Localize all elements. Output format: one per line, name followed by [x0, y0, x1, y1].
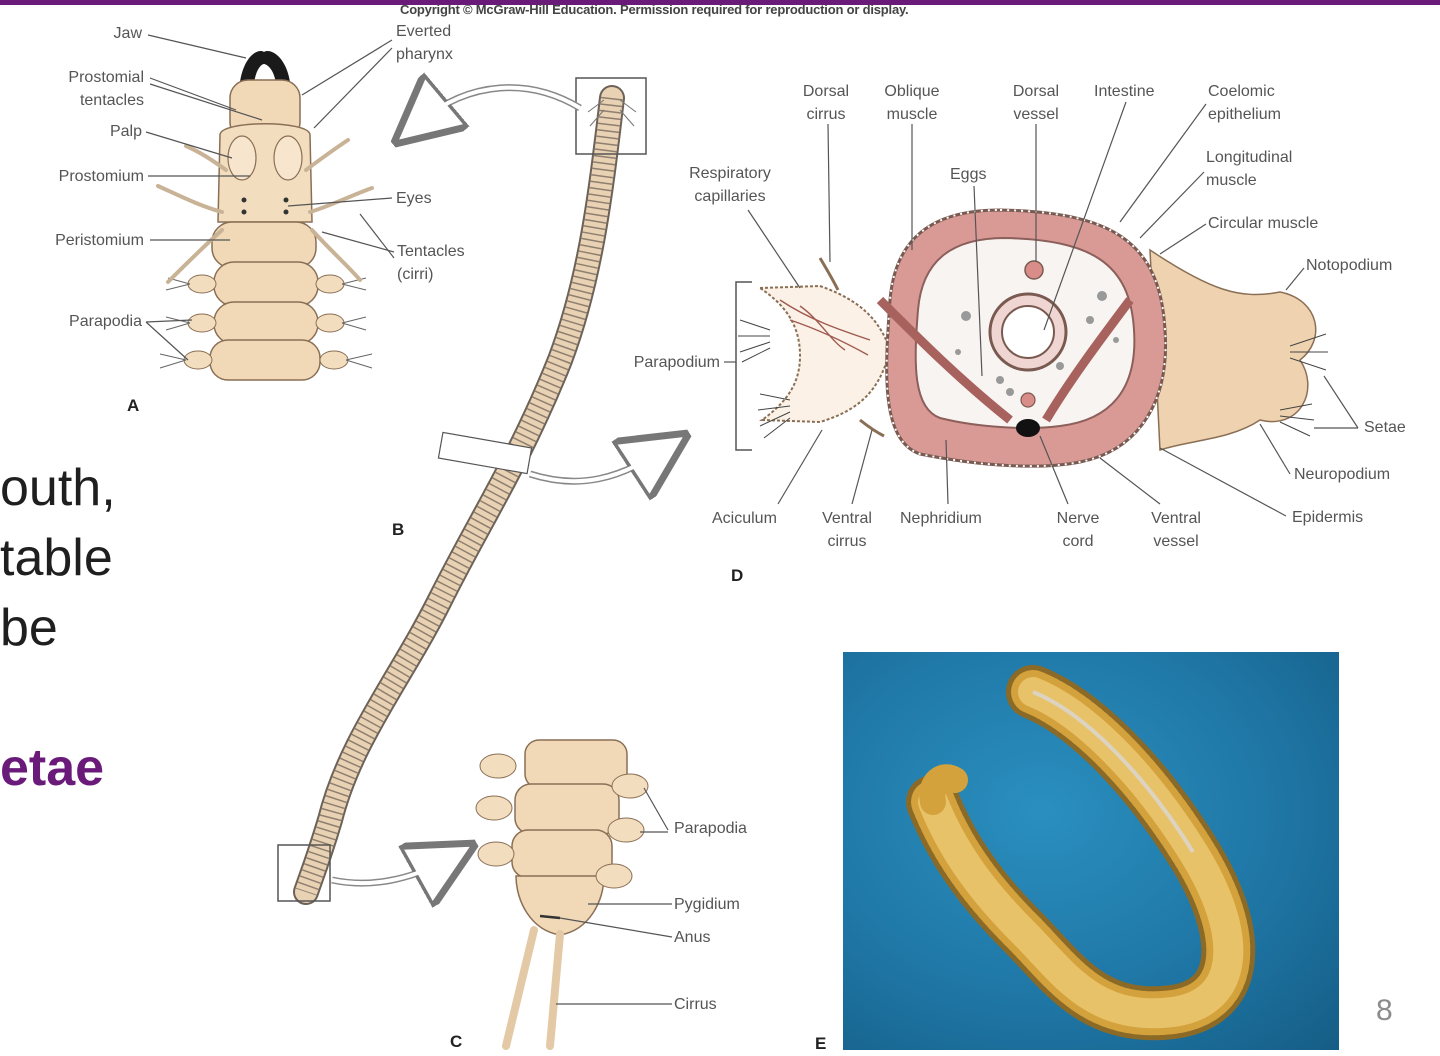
label-everted-pharynx: Everted pharynx [396, 23, 453, 63]
anus-mark [539, 914, 561, 920]
panel-letter-a: A [127, 396, 140, 415]
label-neuropodium: Neuropodium [1294, 466, 1391, 483]
label-aciculum: Aciculum [712, 510, 777, 527]
copyright-notice: Copyright © McGraw-Hill Education. Permi… [400, 2, 909, 17]
panel-e-worm-photo [843, 652, 1339, 1050]
label-dorsal-vessel: Dorsal vessel [1012, 83, 1060, 123]
parapodium-left [756, 284, 892, 424]
label-nerve-cord: Nerve cord [1056, 510, 1100, 550]
panel-letter-c: C [450, 1032, 463, 1051]
label-epidermis: Epidermis [1292, 509, 1364, 526]
label-pygidium: Pygidium [674, 896, 740, 913]
label-parapodia-a: Parapodia [69, 313, 142, 330]
label-circular-muscle: Circular muscle [1208, 215, 1319, 232]
slide-text-line-3: be [0, 599, 58, 657]
panel-c-tail-drawing [475, 739, 673, 1050]
slide-text-line-1: outh, [0, 459, 116, 517]
page-number: 8 [1376, 994, 1393, 1027]
label-ventral-vessel: Ventral vessel [1151, 510, 1201, 550]
slide-text-line-2: table [0, 529, 113, 587]
label-intestine: Intestine [1094, 83, 1155, 100]
label-longitudinal-muscle: Longitudinal muscle [1206, 149, 1293, 189]
panel-letter-b: B [392, 520, 405, 539]
nerve-cord-shape [1016, 419, 1040, 437]
label-coelomic-epithelium: Coelomic epithelium [1208, 83, 1281, 123]
title-accent-bar [0, 0, 1440, 5]
label-palp: Palp [109, 123, 142, 140]
eggs-cluster [955, 291, 1119, 396]
panel-letter-e: E [815, 1034, 827, 1053]
slide-text-line-4-highlight: etae [0, 739, 105, 797]
peristomium-shape [211, 221, 317, 269]
label-cirrus: Cirrus [674, 996, 717, 1013]
jaw-shape [240, 51, 290, 84]
panel-letter-d: D [731, 566, 744, 585]
label-jaw: Jaw [113, 25, 142, 42]
panel-a-head-drawing [145, 34, 395, 381]
label-dorsal-cirrus: Dorsal cirrus [802, 83, 850, 123]
label-peristomium: Peristomium [55, 232, 144, 249]
label-respiratory-capillaries: Respiratory capillaries [689, 165, 771, 205]
label-anus: Anus [674, 929, 711, 946]
label-tentacles-cirri: Tentacles (cirri) [397, 243, 465, 283]
label-eyes: Eyes [396, 190, 432, 207]
label-prostomium: Prostomium [58, 168, 144, 185]
label-eggs: Eggs [950, 166, 987, 183]
panel-d-cross-section-drawing [724, 101, 1359, 517]
label-setae: Setae [1364, 419, 1406, 436]
label-prostomial-tentacles: Prostomial tentacles [68, 69, 144, 109]
label-oblique-muscle: Oblique muscle [884, 83, 940, 123]
label-nephridium: Nephridium [900, 510, 982, 527]
label-parapodia-c: Parapodia [674, 820, 747, 837]
label-ventral-cirrus: Ventral cirrus [822, 510, 872, 550]
panel-b-whole-worm-drawing [277, 78, 660, 901]
label-notopodium: Notopodium [1306, 257, 1393, 274]
label-parapodium: Parapodium [633, 354, 720, 371]
notopodium-lobe [1149, 248, 1317, 452]
pygidium-shape [515, 875, 605, 936]
